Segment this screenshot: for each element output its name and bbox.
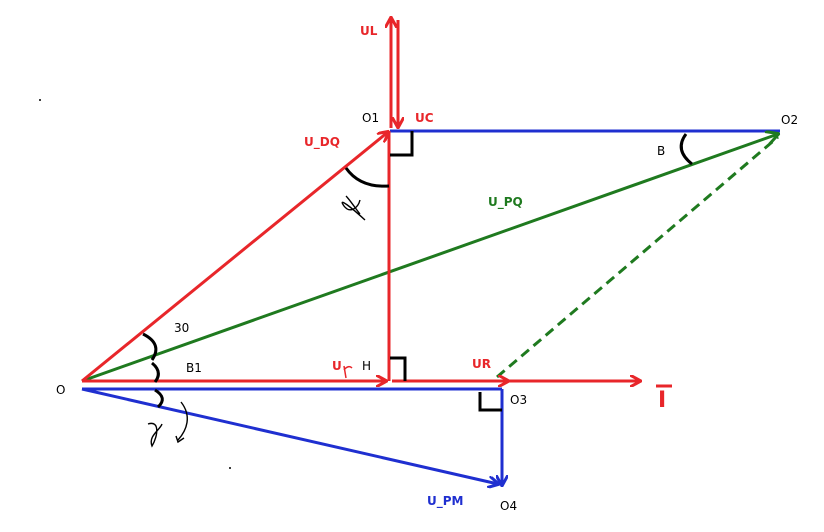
dashed-o3-o2 (496, 135, 779, 379)
label-uc: UC (415, 111, 434, 125)
label-u-pm: U_PM (427, 494, 463, 509)
stray-dot (39, 99, 41, 101)
label-angle-b: B (657, 144, 665, 158)
label-point-o2: O2 (781, 113, 798, 127)
gamma-symbol (147, 422, 163, 448)
vector-u-pq (81, 134, 778, 383)
angle-30-arc (142, 332, 158, 361)
right-angle-o1 (390, 131, 414, 157)
label-angle-b1: B1 (186, 361, 202, 375)
label-ur-small: U (332, 359, 342, 373)
label-point-o: O (56, 383, 65, 397)
label-point-h: H (362, 359, 371, 373)
label-current-i: I (658, 388, 666, 413)
label-point-o4: O4 (500, 499, 517, 513)
vector-u-dq (81, 132, 388, 383)
angle-b-arc (679, 133, 693, 166)
label-u-pq: U_PQ (488, 195, 523, 210)
angle-b1-arc (151, 361, 160, 383)
vector-u-pm (81, 387, 498, 484)
label-u-dq: U_DQ (304, 135, 340, 150)
label-point-o3: O3 (510, 393, 527, 407)
right-angle-o3 (478, 392, 502, 412)
label-angle-30: 30 (174, 321, 189, 335)
angle-gamma-arc (154, 388, 164, 409)
label-ul: UL (360, 24, 378, 38)
gamma-curved-arrow (175, 401, 188, 444)
right-angle-h (390, 356, 407, 381)
label-point-o1: O1 (362, 111, 379, 125)
label-ur: UR (472, 357, 491, 371)
stray-dot (229, 467, 231, 469)
angle-alpha-arc (344, 167, 390, 188)
ur-small-subscript (343, 365, 353, 379)
alpha-symbol (341, 195, 366, 221)
